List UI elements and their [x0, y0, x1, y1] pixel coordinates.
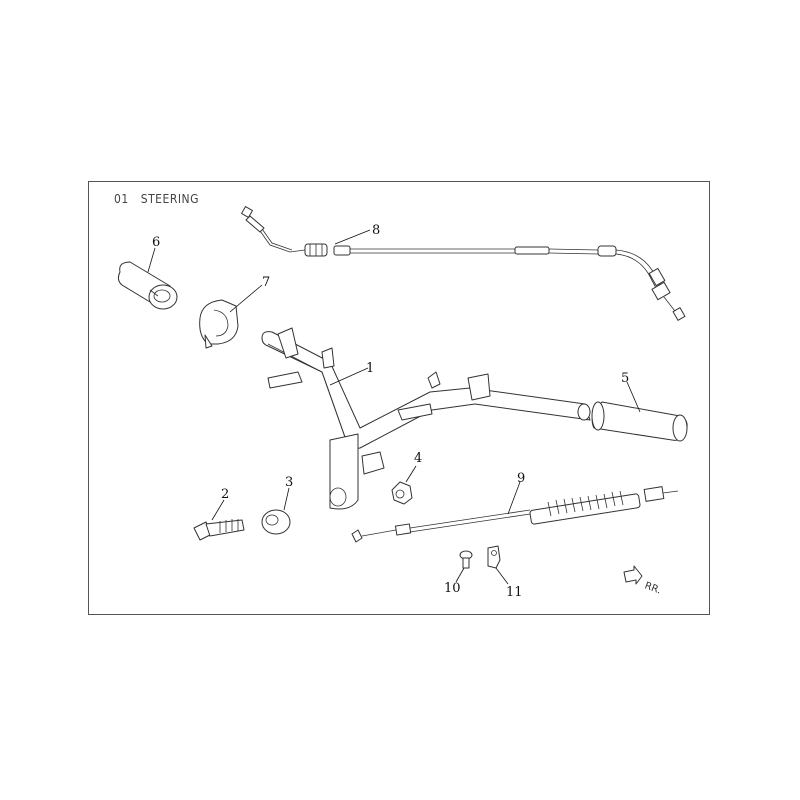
- label-6: 6: [152, 235, 160, 250]
- label-8: 8: [372, 223, 380, 238]
- part-10-screw: 10: [444, 550, 473, 596]
- label-2: 2: [221, 487, 229, 502]
- section-number: 01: [114, 192, 129, 206]
- part-8-throttle-cable: 8: [241, 206, 686, 321]
- part-6-throttle-grip: 6: [117, 235, 178, 310]
- part-4-nut: 4: [391, 451, 422, 505]
- label-1: 1: [366, 361, 374, 376]
- part-1-handlebar: 1: [261, 327, 591, 510]
- part-3-collar: 3: [261, 475, 293, 535]
- label-5: 5: [621, 371, 629, 386]
- section-title: 01 STEERING: [114, 192, 199, 206]
- label-10: 10: [444, 581, 461, 596]
- part-5-left-grip: 5: [591, 371, 688, 442]
- part-11-clamp: 11: [487, 545, 523, 600]
- label-3: 3: [285, 475, 293, 490]
- diagram-frame: [88, 181, 710, 615]
- part-7-throttle-housing: 7: [199, 275, 270, 349]
- direction-text: RR.: [643, 580, 662, 596]
- label-9: 9: [517, 471, 525, 486]
- label-4: 4: [414, 451, 422, 466]
- arrow-icon: [623, 565, 643, 585]
- part-2-bolt: 2: [193, 487, 245, 541]
- direction-marker: RR.: [623, 565, 662, 597]
- label-11: 11: [506, 585, 523, 600]
- part-9-brake-cable: 9: [351, 471, 679, 543]
- label-7: 7: [262, 275, 270, 290]
- section-name: STEERING: [140, 192, 199, 206]
